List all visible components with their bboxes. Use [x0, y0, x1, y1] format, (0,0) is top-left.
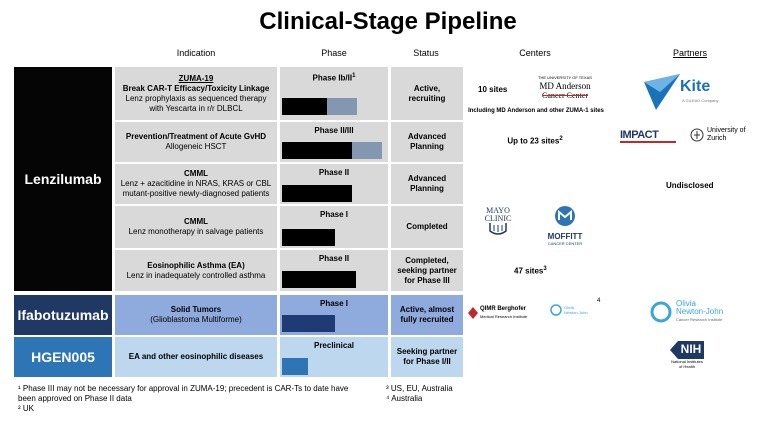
indication-title: Prevention/Treatment of Acute GvHD [125, 132, 267, 141]
indication-description: Lenz prophylaxis as sequenced therapy [125, 93, 267, 103]
nih-logo: NIH National Institutes of Health [669, 341, 705, 369]
asthma-site-count: 47 sites3 [514, 266, 547, 276]
progress-planned-segment [352, 142, 382, 159]
status-text: Completed, [405, 255, 449, 265]
status-cell-gvhd: Advanced Planning [391, 122, 463, 162]
phase-label: Phase II/III [314, 126, 354, 135]
indication-description: Lenz in inadequately controlled asthma [126, 270, 266, 280]
indication-title: CMML [184, 169, 208, 178]
phase-cell-eosinophilic: Preclinical [280, 337, 388, 377]
phase-label: Phase II [318, 254, 350, 263]
header-centers: Centers [519, 48, 551, 58]
footnote-1b: been approved on Phase II data [18, 394, 132, 403]
indication-cell-gvhd: Prevention/Treatment of Acute GvHD Allog… [115, 122, 277, 162]
status-cell-cmml-mono: Completed [391, 206, 463, 248]
phase-cell-asthma: Phase II [280, 250, 388, 291]
impact-logo: IMPACT [620, 129, 680, 147]
progress-completed-segment [282, 229, 335, 246]
indication-title: Eosinophilic Asthma (EA) [147, 260, 245, 270]
header-partners: Partners [672, 48, 707, 58]
phase-label: Phase I [319, 210, 348, 219]
header-phase: Phase [321, 48, 347, 58]
indication-description: mutant-positive newly-diagnosed patients [122, 189, 270, 198]
zuma-site-count: 10 sites [478, 85, 508, 94]
header-indication: Indication [176, 48, 216, 58]
footnote-4: ⁴ Australia [386, 394, 423, 403]
status-text: seeking partner [397, 265, 457, 275]
status-cell-solid-tumors: Active, almost fully recruited [391, 295, 463, 335]
footnote-2: ² UK [18, 404, 34, 413]
phase-cell-solid-tumors: Phase I [280, 295, 388, 335]
status-cell-eosinophilic: Seeking partner for Phase I/II [391, 337, 463, 377]
status-text: Seeking partner [396, 347, 458, 356]
indication-description: Lenz monotherapy in salvage patients [128, 227, 264, 236]
status-text: Planning [410, 184, 444, 193]
status-text: for Phase I/II [403, 357, 451, 366]
footnote-3: ³ US, EU, Australia [386, 384, 453, 393]
mayo-clinic-logo: MAYO CLINIC [481, 207, 515, 237]
phase-cell-zuma19: Phase Ib/II1 [280, 67, 388, 120]
drug-label-ifabotuzumab: Ifabotuzumab [14, 295, 112, 335]
undisclosed-partner: Undisclosed [666, 181, 714, 190]
status-text: Active, [413, 83, 441, 93]
gvhd-site-count: Up to 23 sites2 [507, 136, 563, 146]
page-title: Clinical-Stage Pipeline [259, 8, 517, 35]
zuma-site-note: Including MD Anderson and other ZUMA-1 s… [468, 108, 604, 114]
status-text: Advanced [407, 132, 447, 141]
header-status: Status [413, 48, 439, 58]
phase-label: Preclinical [313, 341, 355, 350]
drug-label-hgen005: HGEN005 [14, 337, 112, 377]
status-text: recruiting [408, 93, 446, 103]
indication-cell-cmml-mono: CMML Lenz monotherapy in salvage patient… [115, 206, 277, 248]
ifabotuzumab-footnote-ref: 4 [597, 298, 601, 304]
indication-description: Allogeneic HSCT [165, 142, 227, 151]
progress-completed-segment [282, 271, 356, 288]
indication-description: Lenz + azacitidine in NRAS, KRAS or CBL [120, 179, 272, 188]
indication-description: with Yescarta in r/r DLBCL [149, 103, 243, 113]
phase-label: Phase II [318, 168, 350, 177]
indication-cell-zuma19: ZUMA-19 Break CAR-T Efficacy/Toxicity Li… [115, 67, 277, 120]
status-text: Planning [410, 142, 444, 151]
kite-logo: Kite A GILEAD Company [642, 70, 732, 115]
indication-title: EA and other eosinophilic diseases [128, 352, 264, 361]
progress-completed-segment [282, 98, 327, 115]
indication-description: (Glioblastoma Multiforme) [150, 315, 242, 324]
footnote-1a: ¹ Phase III may not be necessary for app… [18, 384, 349, 393]
phase-label: Phase Ib/II1 [312, 73, 356, 83]
status-text: Advanced [407, 174, 447, 183]
indication-cell-asthma: Eosinophilic Asthma (EA) Lenz in inadequ… [115, 250, 277, 291]
indication-subtitle: Break CAR-T Efficacy/Toxicity Linkage [122, 83, 270, 93]
indication-title: ZUMA-19 [178, 73, 214, 83]
indication-cell-solid-tumors: Solid Tumors (Glioblastoma Multiforme) [115, 295, 277, 335]
status-text: for Phase III [404, 275, 450, 285]
md-anderson-logo: THE UNIVERSITY OF TEXAS MD Anderson Canc… [538, 75, 592, 100]
progress-planned-segment [327, 98, 357, 115]
status-text: Completed [406, 222, 448, 231]
phase-label: Phase I [319, 299, 348, 308]
phase-cell-cmml-combo: Phase II [280, 164, 388, 204]
indication-title: Solid Tumors [170, 305, 222, 314]
progress-completed-segment [282, 358, 308, 375]
indication-cell-eosinophilic: EA and other eosinophilic diseases [115, 337, 277, 377]
status-cell-asthma: Completed, seeking partner for Phase III [391, 250, 463, 291]
indication-cell-cmml-combo: CMML Lenz + azacitidine in NRAS, KRAS or… [115, 164, 277, 204]
progress-completed-segment [282, 315, 335, 332]
indication-title: CMML [184, 217, 208, 226]
phase-cell-gvhd: Phase II/III [280, 122, 388, 162]
progress-completed-segment [282, 185, 352, 202]
status-text: Active, almost [399, 305, 455, 314]
status-cell-cmml-combo: Advanced Planning [391, 164, 463, 204]
status-cell-zuma19: Active, recruiting [391, 67, 463, 120]
progress-completed-segment [282, 142, 352, 159]
drug-label-lenzilumab: Lenzilumab [14, 67, 112, 291]
moffitt-logo: MOFFITT CANCER CENTER [530, 205, 600, 246]
status-text: fully recruited [400, 315, 454, 324]
phase-cell-cmml-mono: Phase I [280, 206, 388, 248]
